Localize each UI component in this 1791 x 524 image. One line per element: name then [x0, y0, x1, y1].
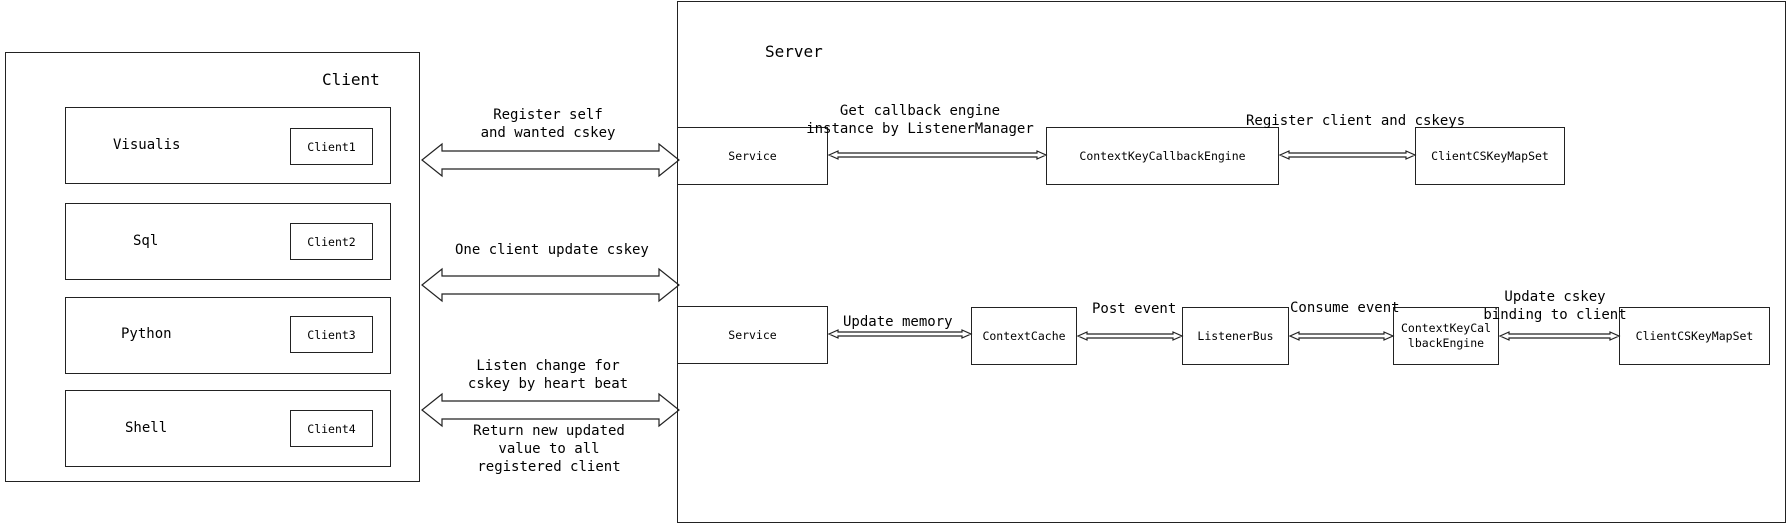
- consume-event-label: Consume event: [1290, 300, 1400, 316]
- client-tag: Client1: [290, 128, 373, 165]
- double-arrow: [421, 267, 680, 303]
- double-arrow: [827, 329, 973, 339]
- double-arrow: [1278, 150, 1417, 160]
- service-box: Service: [677, 127, 828, 185]
- update-memory-label: Update memory: [843, 314, 953, 330]
- get-callback-label: Get callback engine instance by Listener…: [806, 103, 1034, 137]
- register-client-label: Register client and cskeys: [1246, 113, 1466, 129]
- server-container: [677, 1, 1786, 523]
- listener-bus-box: ListenerBus: [1182, 307, 1289, 365]
- client-row-name: Visualis: [113, 137, 181, 153]
- client-tag: Client3: [290, 316, 373, 353]
- mapset-box: ClientCSKeyMapSet: [1619, 307, 1770, 365]
- post-event-label: Post event: [1092, 301, 1177, 317]
- client-row-visualis: [65, 107, 391, 184]
- client-tag: Client2: [290, 223, 373, 260]
- update-binding-label: Update cskey binding to client: [1483, 289, 1627, 323]
- register-self-label: Register self and wanted cskey: [480, 107, 616, 141]
- client-row-name: Python: [121, 326, 172, 342]
- client-row-name: Sql: [133, 233, 159, 249]
- one-client-update-label: One client update cskey: [455, 242, 649, 258]
- client-row-shell: [65, 390, 391, 467]
- context-cache-box: ContextCache: [971, 307, 1077, 365]
- double-arrow: [1288, 331, 1395, 341]
- service-box: Service: [677, 306, 828, 364]
- mapset-box: ClientCSKeyMapSet: [1415, 127, 1565, 185]
- double-arrow: [421, 142, 680, 178]
- client-row-name: Shell: [125, 420, 168, 436]
- double-arrow: [1498, 331, 1621, 341]
- return-new-label: Return new updated value to all register…: [473, 423, 625, 475]
- client-title: Client: [322, 70, 380, 89]
- callback-engine-box: ContextKeyCallbackEngine: [1046, 127, 1279, 185]
- double-arrow: [827, 150, 1048, 160]
- client-row-python: [65, 297, 391, 374]
- server-title: Server: [765, 42, 823, 61]
- listen-change-label: Listen change for cskey by heart beat: [467, 358, 629, 392]
- client-row-sql: [65, 203, 391, 280]
- callback-engine-box: ContextKeyCallbackEngine: [1393, 307, 1499, 365]
- double-arrow: [421, 392, 680, 428]
- client-tag: Client4: [290, 410, 373, 447]
- double-arrow: [1076, 331, 1184, 341]
